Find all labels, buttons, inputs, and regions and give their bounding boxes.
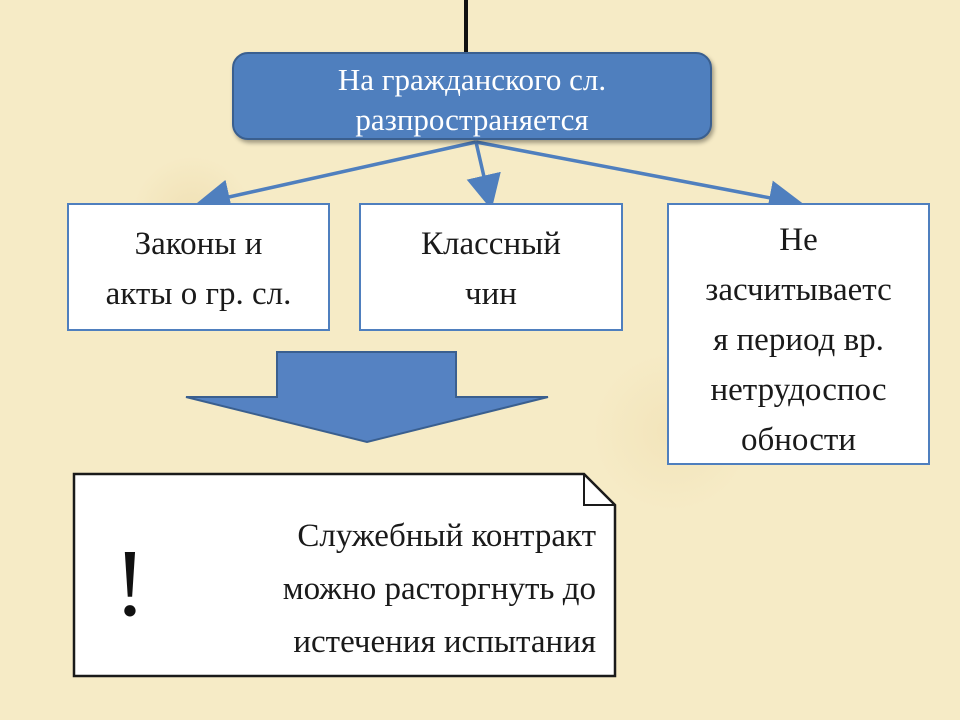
note-text: Служебный контракт можно расторгнуть до … <box>168 510 596 669</box>
top-box-line1: На гражданского сл. <box>337 62 607 97</box>
top-box-line2: разпространяется <box>355 102 589 137</box>
period-box-line5: обности <box>740 422 856 458</box>
note-shape <box>72 472 617 678</box>
laws-box-line2: акты о гр. сл. <box>105 276 292 312</box>
top-box: На гражданского сл. разпространяется <box>232 52 712 140</box>
laws-box: Законы и акты о гр. сл. <box>67 203 330 331</box>
period-box-line4: нетрудоспос <box>710 372 887 408</box>
note-line2: можно расторгнуть до <box>282 571 596 607</box>
rank-box-line2: чин <box>465 276 517 312</box>
period-box: Не засчитываетс я период вр. нетрудоспос… <box>667 203 930 465</box>
rank-box: Классный чин <box>359 203 623 331</box>
big-down-arrow <box>185 351 549 444</box>
period-box-line2: засчитываетс <box>705 272 892 308</box>
laws-box-line1: Законы и <box>134 226 263 262</box>
arrow-to-period-box <box>475 140 804 215</box>
exclamation-mark: ! <box>114 529 146 636</box>
period-box-line3: я период вр. <box>713 322 884 358</box>
period-box-line1: Не <box>779 222 818 258</box>
rank-box-line1: Классный <box>421 226 561 262</box>
note-fold-corner <box>583 474 615 506</box>
arrow-to-laws-box <box>195 140 477 214</box>
note-line1: Служебный контракт <box>297 518 596 554</box>
note-line3: истечения испытания <box>293 624 596 660</box>
arrow-to-rank-box <box>466 141 501 210</box>
